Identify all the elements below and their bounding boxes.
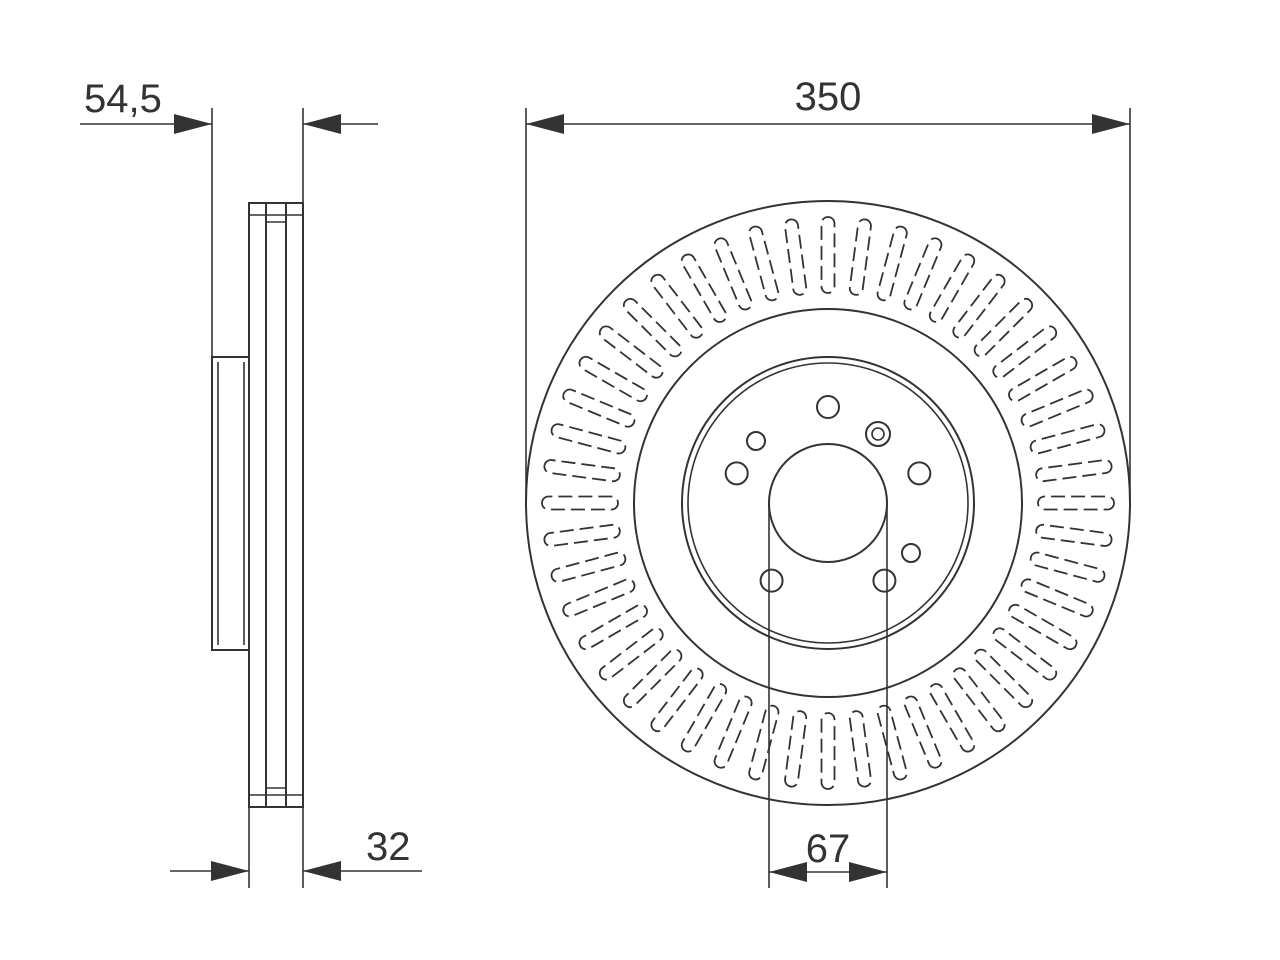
vent-slot	[1008, 603, 1078, 651]
vent-slot	[876, 225, 908, 302]
side-view-hat	[211, 356, 250, 651]
vent-slot	[1035, 459, 1113, 483]
vent-slot	[903, 695, 943, 769]
vent-slot	[713, 237, 753, 311]
vent-slot	[550, 551, 627, 583]
vent-slot	[973, 297, 1034, 358]
dimension-diameter: 350	[525, 75, 1131, 503]
front-view	[525, 200, 1131, 806]
vent-slot	[543, 523, 621, 547]
bolt-hole	[816, 395, 840, 419]
vent-slot	[928, 253, 976, 323]
vent-slot	[622, 648, 683, 709]
side-view-disc	[248, 202, 304, 808]
vent-slot	[1029, 423, 1106, 455]
dimension-diameter-label: 350	[795, 75, 862, 119]
vent-slot	[784, 218, 808, 296]
center-bore	[768, 443, 888, 563]
vent-slot	[784, 710, 808, 788]
side-view	[211, 202, 304, 808]
vent-slot	[748, 704, 780, 781]
vent-slot	[952, 667, 1006, 733]
vent-slot	[820, 216, 836, 294]
vent-slot	[876, 704, 908, 781]
vent-slot	[622, 297, 683, 358]
bolt-hole	[907, 461, 932, 486]
vent-slot	[650, 273, 704, 339]
vent-slot	[1029, 551, 1106, 583]
hat-outer-edge	[681, 356, 975, 650]
vent-slot	[680, 683, 728, 753]
vent-slot	[820, 712, 836, 790]
dimension-thickness: 32	[170, 807, 422, 888]
locating-screw-hole	[865, 421, 891, 447]
vent-slot	[973, 648, 1034, 709]
vent-slot	[848, 710, 872, 788]
vent-slot	[598, 627, 664, 681]
vent-slot	[992, 325, 1058, 379]
vent-slot	[578, 603, 648, 651]
vent-slot	[903, 237, 943, 311]
vent-slot	[543, 459, 621, 483]
vent-slots	[541, 216, 1115, 790]
dimension-hat-height-label: 54,5	[84, 77, 162, 121]
vent-slot	[680, 253, 728, 323]
vent-slot	[550, 423, 627, 455]
small-hole-upper-left	[746, 431, 766, 451]
small-hole-lower-right	[901, 543, 921, 563]
dimension-center-bore-label: 67	[806, 827, 851, 871]
vent-slot	[992, 627, 1058, 681]
vent-slot	[562, 578, 636, 618]
vent-slot	[848, 218, 872, 296]
bolt-hole	[872, 568, 897, 593]
bolt-hole	[724, 461, 749, 486]
vent-slot	[1035, 523, 1113, 547]
vent-slot	[562, 388, 636, 428]
vent-slot	[928, 683, 976, 753]
vent-slot	[1037, 495, 1115, 511]
vent-slot	[541, 495, 619, 511]
hat-inner-edge	[687, 362, 969, 644]
disc-outer-edge	[525, 200, 1131, 806]
vent-slot	[650, 667, 704, 733]
vent-slot	[598, 325, 664, 379]
dimension-center-bore: 67	[768, 503, 888, 888]
bolt-hole	[759, 568, 784, 593]
vent-slot	[713, 695, 753, 769]
vent-slot	[578, 355, 648, 403]
vent-slot	[748, 225, 780, 302]
vent-slot	[1008, 355, 1078, 403]
vent-slot	[1020, 578, 1094, 618]
friction-ring-inner-edge	[633, 308, 1023, 698]
vent-slot	[1020, 388, 1094, 428]
dimension-thickness-label: 32	[366, 825, 411, 869]
vent-slot	[952, 273, 1006, 339]
bolt-holes	[724, 395, 932, 593]
dimension-hat-height: 54,5	[80, 77, 378, 357]
